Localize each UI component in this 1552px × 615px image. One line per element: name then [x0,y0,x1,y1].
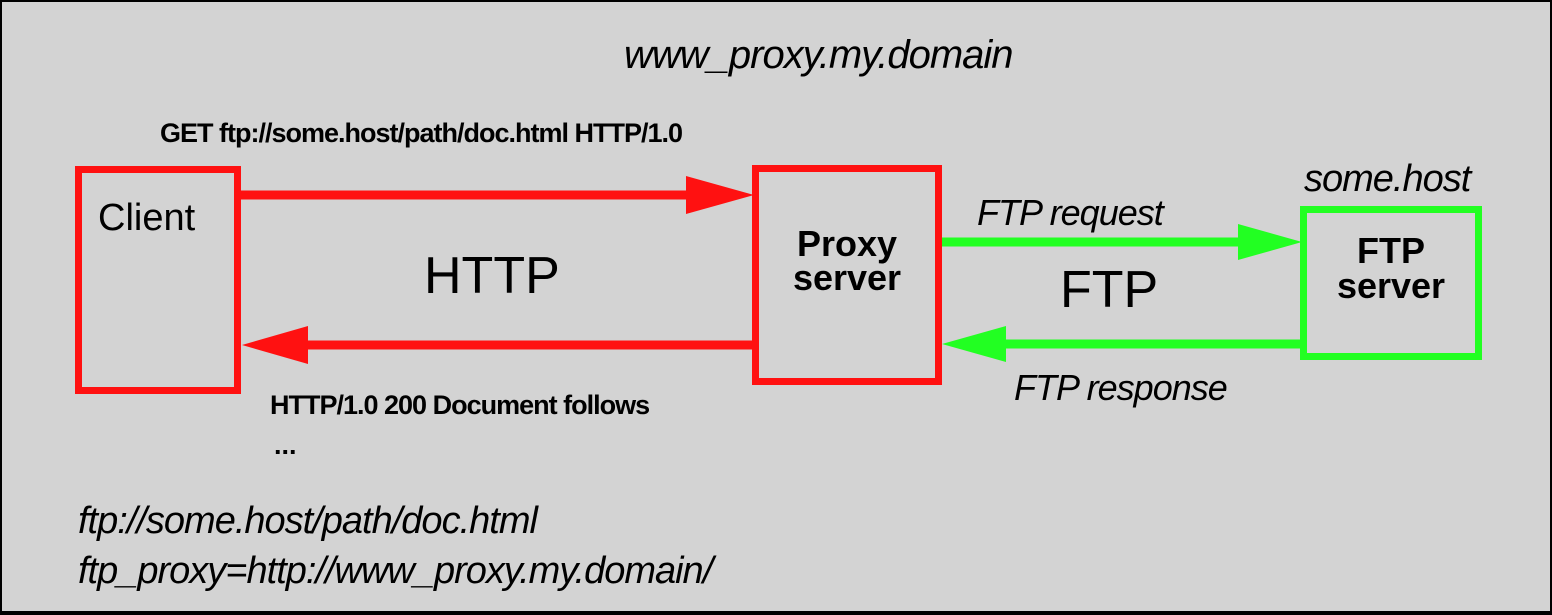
http-request-line: GET ftp://some.host/path/doc.html HTTP/1… [160,118,683,148]
ftp-response-arrow [942,326,1302,362]
ftp-server-label-line1: FTP [1357,230,1425,271]
client-box: Client [75,166,241,394]
proxy-server-box: Proxy server [752,165,942,385]
ftp-server-label-line2: server [1336,265,1446,306]
proxy-host-label: www_proxy.my.domain [624,33,1014,77]
proxy-server-label-line2: server [792,257,902,298]
client-label: Client [98,197,196,239]
ftp-proxy-env-note: ftp_proxy=http://www_proxy.my.domain/ [78,550,713,592]
ftp-response-label: FTP response [1014,367,1228,408]
ftp-protocol-label: FTP [1060,261,1159,319]
ftp-request-label: FTP request [977,192,1164,233]
ftp-server-box: FTP server [1300,206,1482,360]
proxy-server-label-line1: Proxy [796,223,898,264]
http-protocol-label: HTTP [424,247,560,305]
http-request-arrow [240,176,754,214]
ftp-host-label: some.host [1304,158,1471,200]
ftp-url-note: ftp://some.host/path/doc.html [78,500,538,542]
http-response-line: HTTP/1.0 200 Document follows [270,390,650,420]
http-response-arrow [242,326,754,364]
ftp-request-arrow [940,224,1302,260]
http-response-ellipsis: ... [274,430,297,460]
